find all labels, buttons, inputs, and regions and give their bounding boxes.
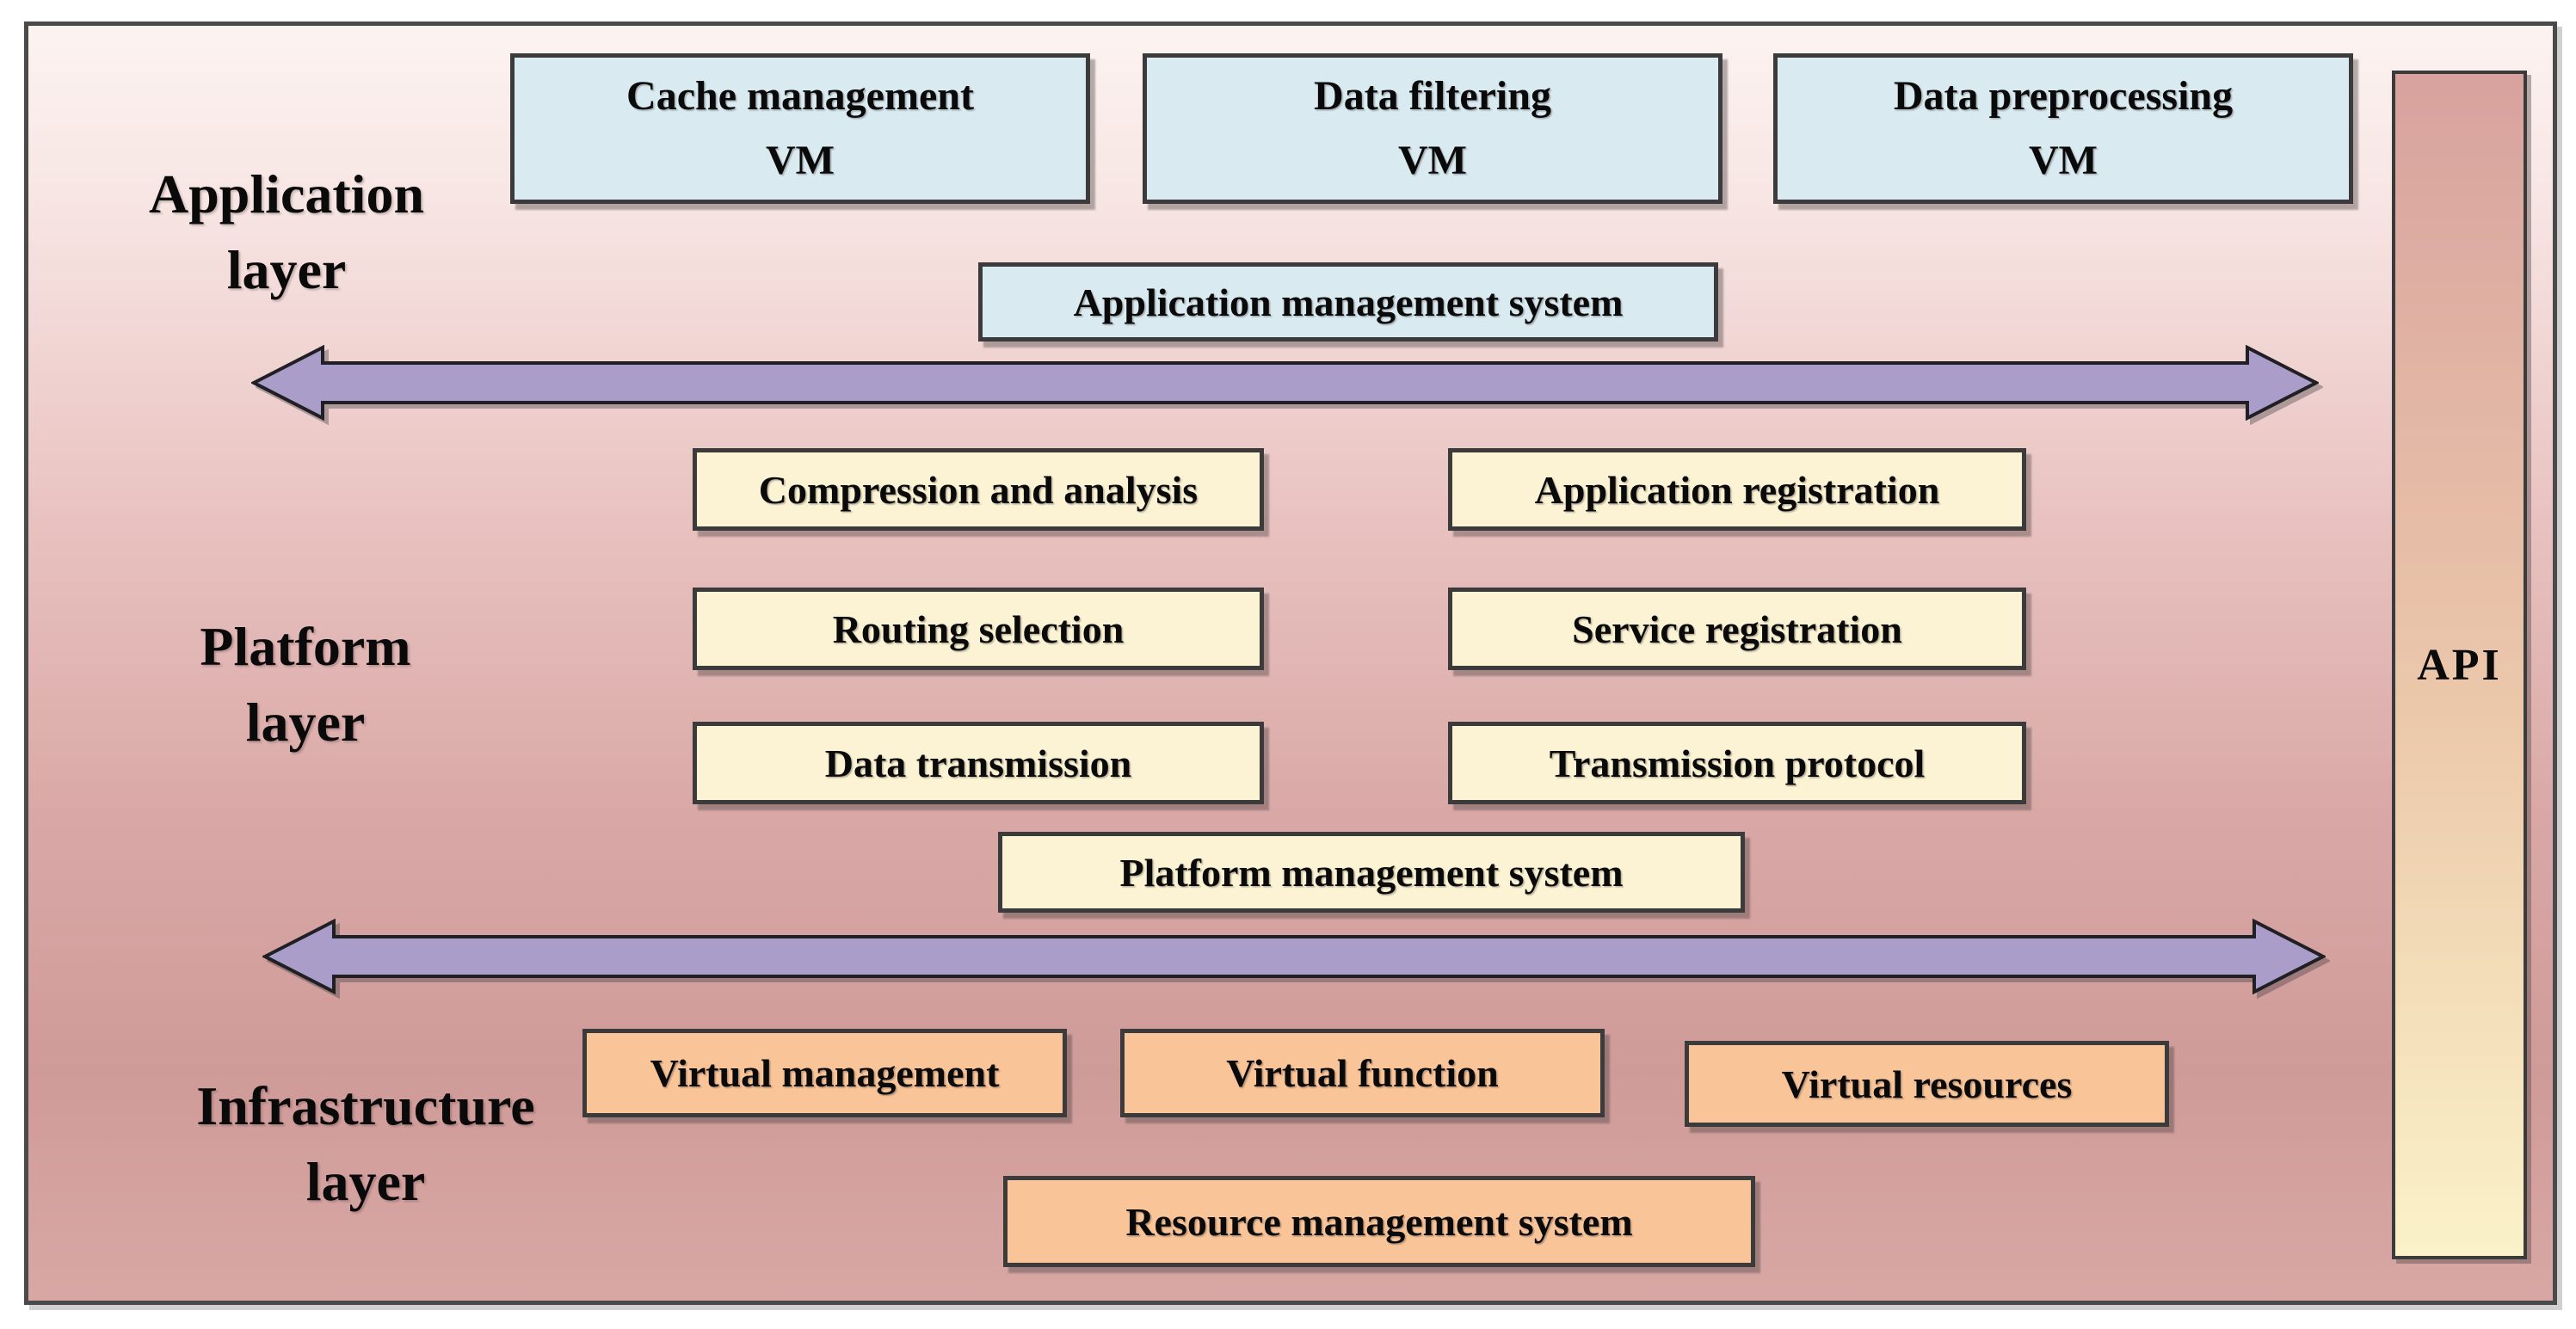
data-transmission-label: Data transmission — [824, 741, 1132, 785]
diagram-frame: Application layer Platform layer Infrast… — [24, 22, 2557, 1305]
data-preprocessing-vm-box: Data preprocessing VM — [1773, 53, 2353, 204]
data-transmission-box: Data transmission — [693, 722, 1264, 804]
routing-selection-label: Routing selection — [832, 606, 1125, 651]
virtual-resources-box: Virtual resources — [1685, 1041, 2169, 1127]
service-registration-box: Service registration — [1448, 588, 2026, 670]
application-platform-bidirectional-arrow — [251, 345, 2319, 421]
platform-management-system-label: Platform management system — [1119, 850, 1624, 895]
cache-management-vm-box: Cache management VM — [510, 53, 1090, 204]
resource-management-system-label: Resource management system — [1125, 1199, 1633, 1244]
api-bar-label: API — [2417, 640, 2502, 690]
application-management-system-label: Application management system — [1073, 280, 1624, 324]
application-registration-box: Application registration — [1448, 448, 2026, 531]
virtual-function-label: Virtual function — [1226, 1051, 1499, 1095]
infrastructure-layer-label-line1: Infrastructure — [196, 1075, 535, 1136]
platform-layer-label-line2: layer — [245, 692, 366, 754]
virtual-function-box: Virtual function — [1120, 1029, 1605, 1117]
application-management-system-box: Application management system — [978, 262, 1718, 341]
arrow-shape — [251, 345, 2319, 421]
routing-selection-box: Routing selection — [693, 588, 1264, 670]
cache-management-vm-line2: VM — [766, 137, 835, 183]
compression-and-analysis-box: Compression and analysis — [693, 448, 1264, 531]
compression-and-analysis-label: Compression and analysis — [758, 467, 1199, 512]
application-layer-label: Application layer — [80, 157, 493, 309]
data-preprocessing-vm-line2: VM — [2029, 137, 2098, 183]
cache-management-vm-line1: Cache management — [626, 73, 974, 120]
virtual-management-label: Virtual management — [650, 1051, 1000, 1095]
application-layer-label-line2: layer — [226, 239, 347, 301]
data-filtering-vm-line2: VM — [1398, 137, 1467, 183]
virtual-resources-label: Virtual resources — [1781, 1061, 2073, 1106]
infrastructure-layer-label-line2: layer — [305, 1151, 426, 1213]
arrow-shape — [262, 919, 2326, 994]
service-registration-label: Service registration — [1572, 606, 1902, 651]
resource-management-system-box: Resource management system — [1003, 1176, 1755, 1267]
transmission-protocol-box: Transmission protocol — [1448, 722, 2026, 804]
infrastructure-layer-label: Infrastructure layer — [116, 1068, 615, 1221]
api-bar: API — [2392, 71, 2527, 1259]
virtual-management-box: Virtual management — [582, 1029, 1067, 1117]
platform-infrastructure-bidirectional-arrow — [262, 919, 2326, 994]
data-filtering-vm-box: Data filtering VM — [1143, 53, 1722, 204]
data-filtering-vm-line1: Data filtering — [1314, 73, 1551, 120]
platform-layer-label: Platform layer — [99, 609, 512, 761]
application-registration-label: Application registration — [1534, 467, 1940, 512]
platform-management-system-box: Platform management system — [998, 832, 1745, 913]
data-preprocessing-vm-line1: Data preprocessing — [1893, 73, 2234, 120]
application-layer-label-line1: Application — [148, 163, 425, 225]
platform-layer-label-line1: Platform — [200, 616, 411, 677]
transmission-protocol-label: Transmission protocol — [1549, 741, 1926, 785]
